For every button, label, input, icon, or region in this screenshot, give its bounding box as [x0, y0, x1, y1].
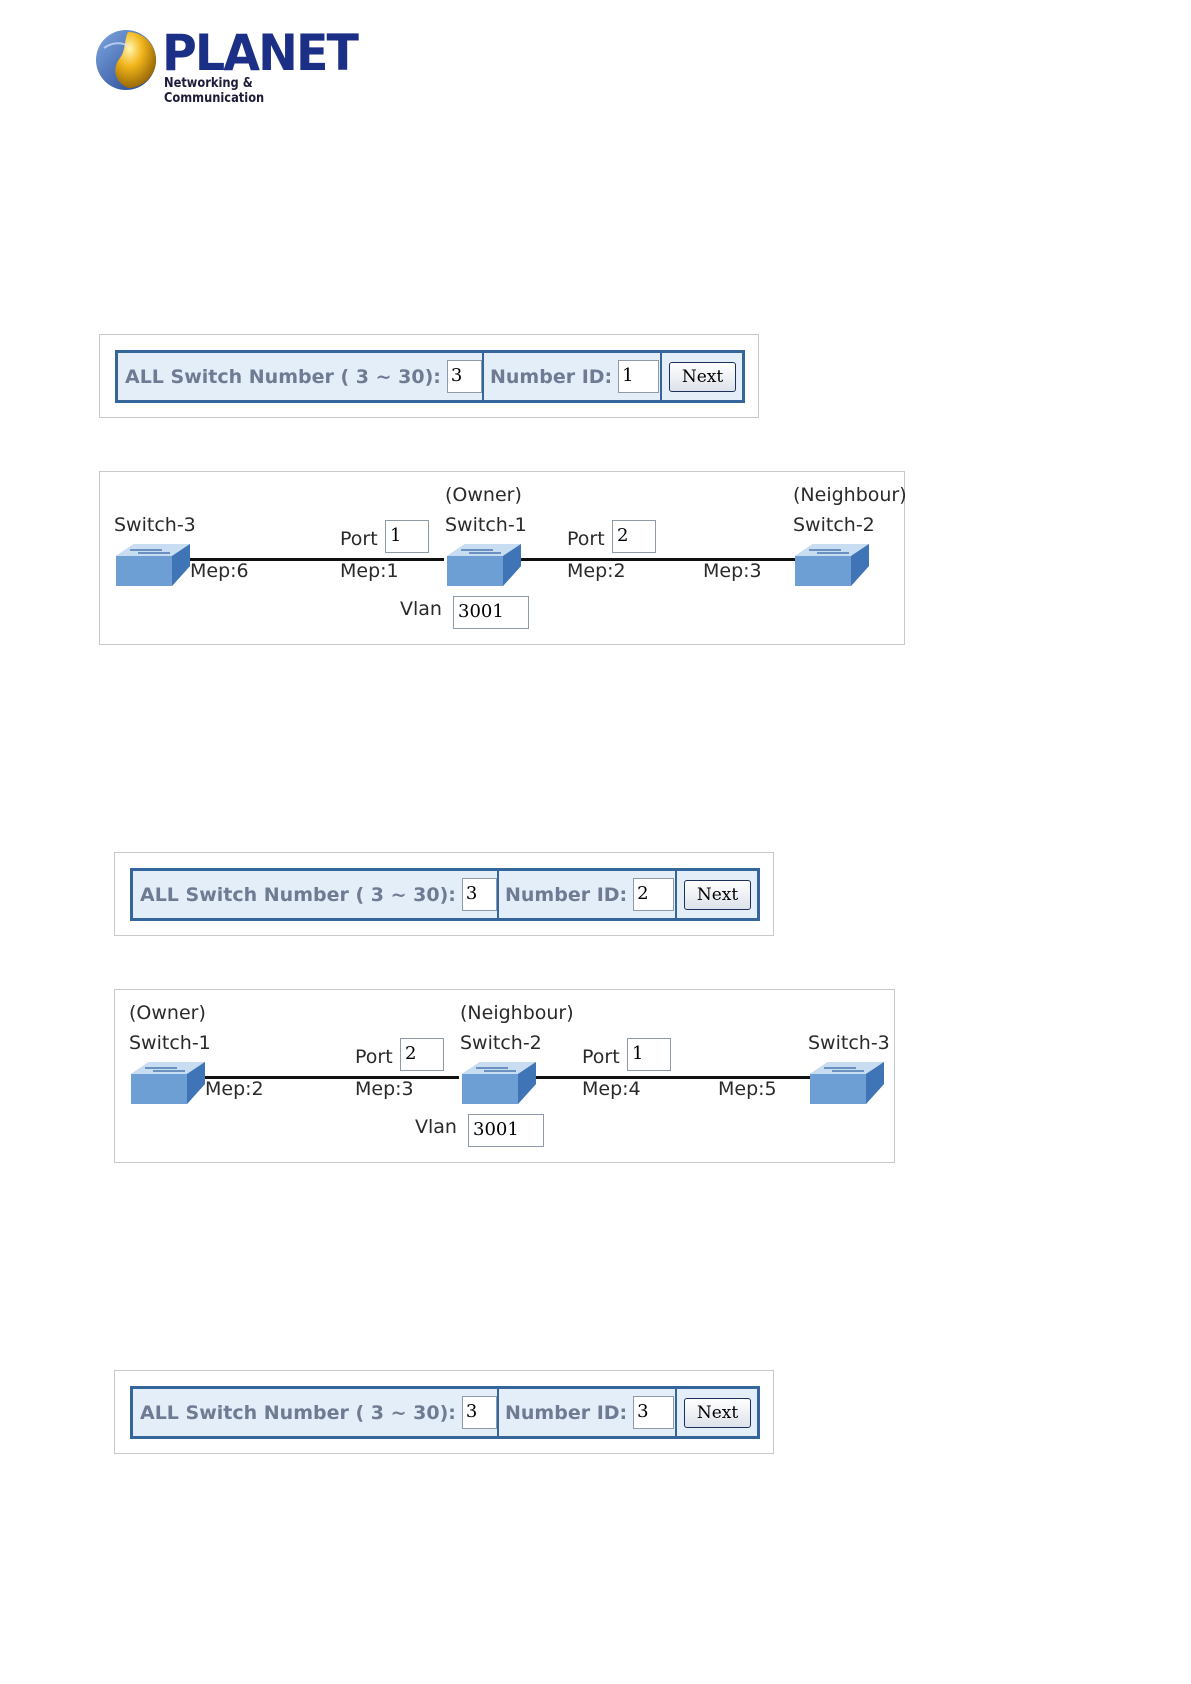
vlan-label: Vlan: [400, 598, 442, 620]
switch-icon: [447, 544, 521, 586]
vlan-label: Vlan: [415, 1116, 457, 1138]
right-port-label: Port: [567, 528, 605, 550]
number-id-label: Number ID:: [505, 883, 628, 906]
right-switch-name: Switch-3: [808, 1032, 890, 1054]
number-id-input[interactable]: 3: [633, 1396, 675, 1429]
switch-icon: [116, 544, 190, 586]
center-switch-role: (Neighbour): [460, 1002, 574, 1024]
center-right-mep-label: Mep:2: [567, 560, 626, 582]
ring-link: [521, 558, 798, 561]
left-port-label: Port: [355, 1046, 393, 1068]
center-right-mep-label: Mep:4: [582, 1078, 641, 1100]
switch-number-cell: ALL Switch Number ( 3 ~ 30): 3: [133, 871, 499, 918]
ring-config-form-2: ALL Switch Number ( 3 ~ 30): 3 Number ID…: [114, 852, 774, 936]
ring-config-form-1: ALL Switch Number ( 3 ~ 30): 3 Number ID…: [99, 334, 759, 418]
switch-number-label: ALL Switch Number ( 3 ~ 30):: [125, 365, 441, 388]
next-cell: Next: [677, 871, 751, 918]
left-switch-name: Switch-1: [129, 1032, 211, 1054]
ring-topology-1: Switch-3 Mep:6 Port 1 Mep:1 (Owner) Swit…: [99, 471, 907, 645]
next-cell: Next: [677, 1389, 751, 1436]
left-mep-label: Mep:6: [190, 560, 249, 582]
switch-number-label: ALL Switch Number ( 3 ~ 30):: [140, 1401, 456, 1424]
center-switch-name: Switch-2: [460, 1032, 542, 1054]
ring-config-form-3: ALL Switch Number ( 3 ~ 30): 3 Number ID…: [114, 1370, 774, 1454]
number-id-cell: Number ID: 2: [499, 871, 677, 918]
form-bar: ALL Switch Number ( 3 ~ 30): 3 Number ID…: [115, 350, 745, 403]
number-id-label: Number ID:: [505, 1401, 628, 1424]
switch-number-input[interactable]: 3: [461, 878, 497, 911]
center-left-mep-label: Mep:3: [355, 1078, 414, 1100]
ring-link: [205, 1076, 459, 1079]
brand-name: PLANET: [162, 24, 359, 82]
switch-icon: [131, 1062, 205, 1104]
form-bar: ALL Switch Number ( 3 ~ 30): 3 Number ID…: [130, 1386, 760, 1439]
number-id-input[interactable]: 1: [618, 360, 660, 393]
ring-link: [536, 1076, 813, 1079]
number-id-label: Number ID:: [490, 365, 613, 388]
next-button[interactable]: Next: [669, 361, 736, 392]
switch-number-label: ALL Switch Number ( 3 ~ 30):: [140, 883, 456, 906]
center-switch-name: Switch-1: [445, 514, 527, 536]
switch-icon: [462, 1062, 536, 1104]
left-port-label: Port: [340, 528, 378, 550]
right-switch-name: Switch-2: [793, 514, 875, 536]
right-port-input[interactable]: 1: [627, 1038, 671, 1071]
ring-topology-2: (Owner) Switch-1 Mep:2 Port 2 Mep:3 (Nei…: [114, 989, 895, 1163]
switch-number-input[interactable]: 3: [446, 360, 482, 393]
switch-icon: [810, 1062, 884, 1104]
left-port-input[interactable]: 1: [385, 520, 429, 553]
center-switch-role: (Owner): [445, 484, 522, 506]
switch-number-cell: ALL Switch Number ( 3 ~ 30): 3: [118, 353, 484, 400]
left-switch-name: Switch-3: [114, 514, 196, 536]
number-id-cell: Number ID: 1: [484, 353, 662, 400]
next-cell: Next: [662, 353, 736, 400]
right-mep-label: Mep:3: [703, 560, 762, 582]
number-id-input[interactable]: 2: [633, 878, 675, 911]
planet-logo: PLANET Networking & Communication: [94, 24, 359, 106]
ring-link: [190, 558, 444, 561]
switch-icon: [795, 544, 869, 586]
next-button[interactable]: Next: [684, 1397, 751, 1428]
left-mep-label: Mep:2: [205, 1078, 264, 1100]
vlan-input[interactable]: 3001: [453, 596, 529, 629]
vlan-input[interactable]: 3001: [468, 1114, 544, 1147]
globe-icon: [96, 30, 156, 90]
right-switch-role: (Neighbour): [793, 484, 907, 506]
right-port-input[interactable]: 2: [612, 520, 656, 553]
switch-number-cell: ALL Switch Number ( 3 ~ 30): 3: [133, 1389, 499, 1436]
right-port-label: Port: [582, 1046, 620, 1068]
number-id-cell: Number ID: 3: [499, 1389, 677, 1436]
left-switch-role: (Owner): [129, 1002, 206, 1024]
switch-number-input[interactable]: 3: [461, 1396, 497, 1429]
brand-tagline: Networking & Communication: [164, 76, 265, 106]
form-bar: ALL Switch Number ( 3 ~ 30): 3 Number ID…: [130, 868, 760, 921]
next-button[interactable]: Next: [684, 879, 751, 910]
right-mep-label: Mep:5: [718, 1078, 777, 1100]
left-port-input[interactable]: 2: [400, 1038, 444, 1071]
center-left-mep-label: Mep:1: [340, 560, 399, 582]
